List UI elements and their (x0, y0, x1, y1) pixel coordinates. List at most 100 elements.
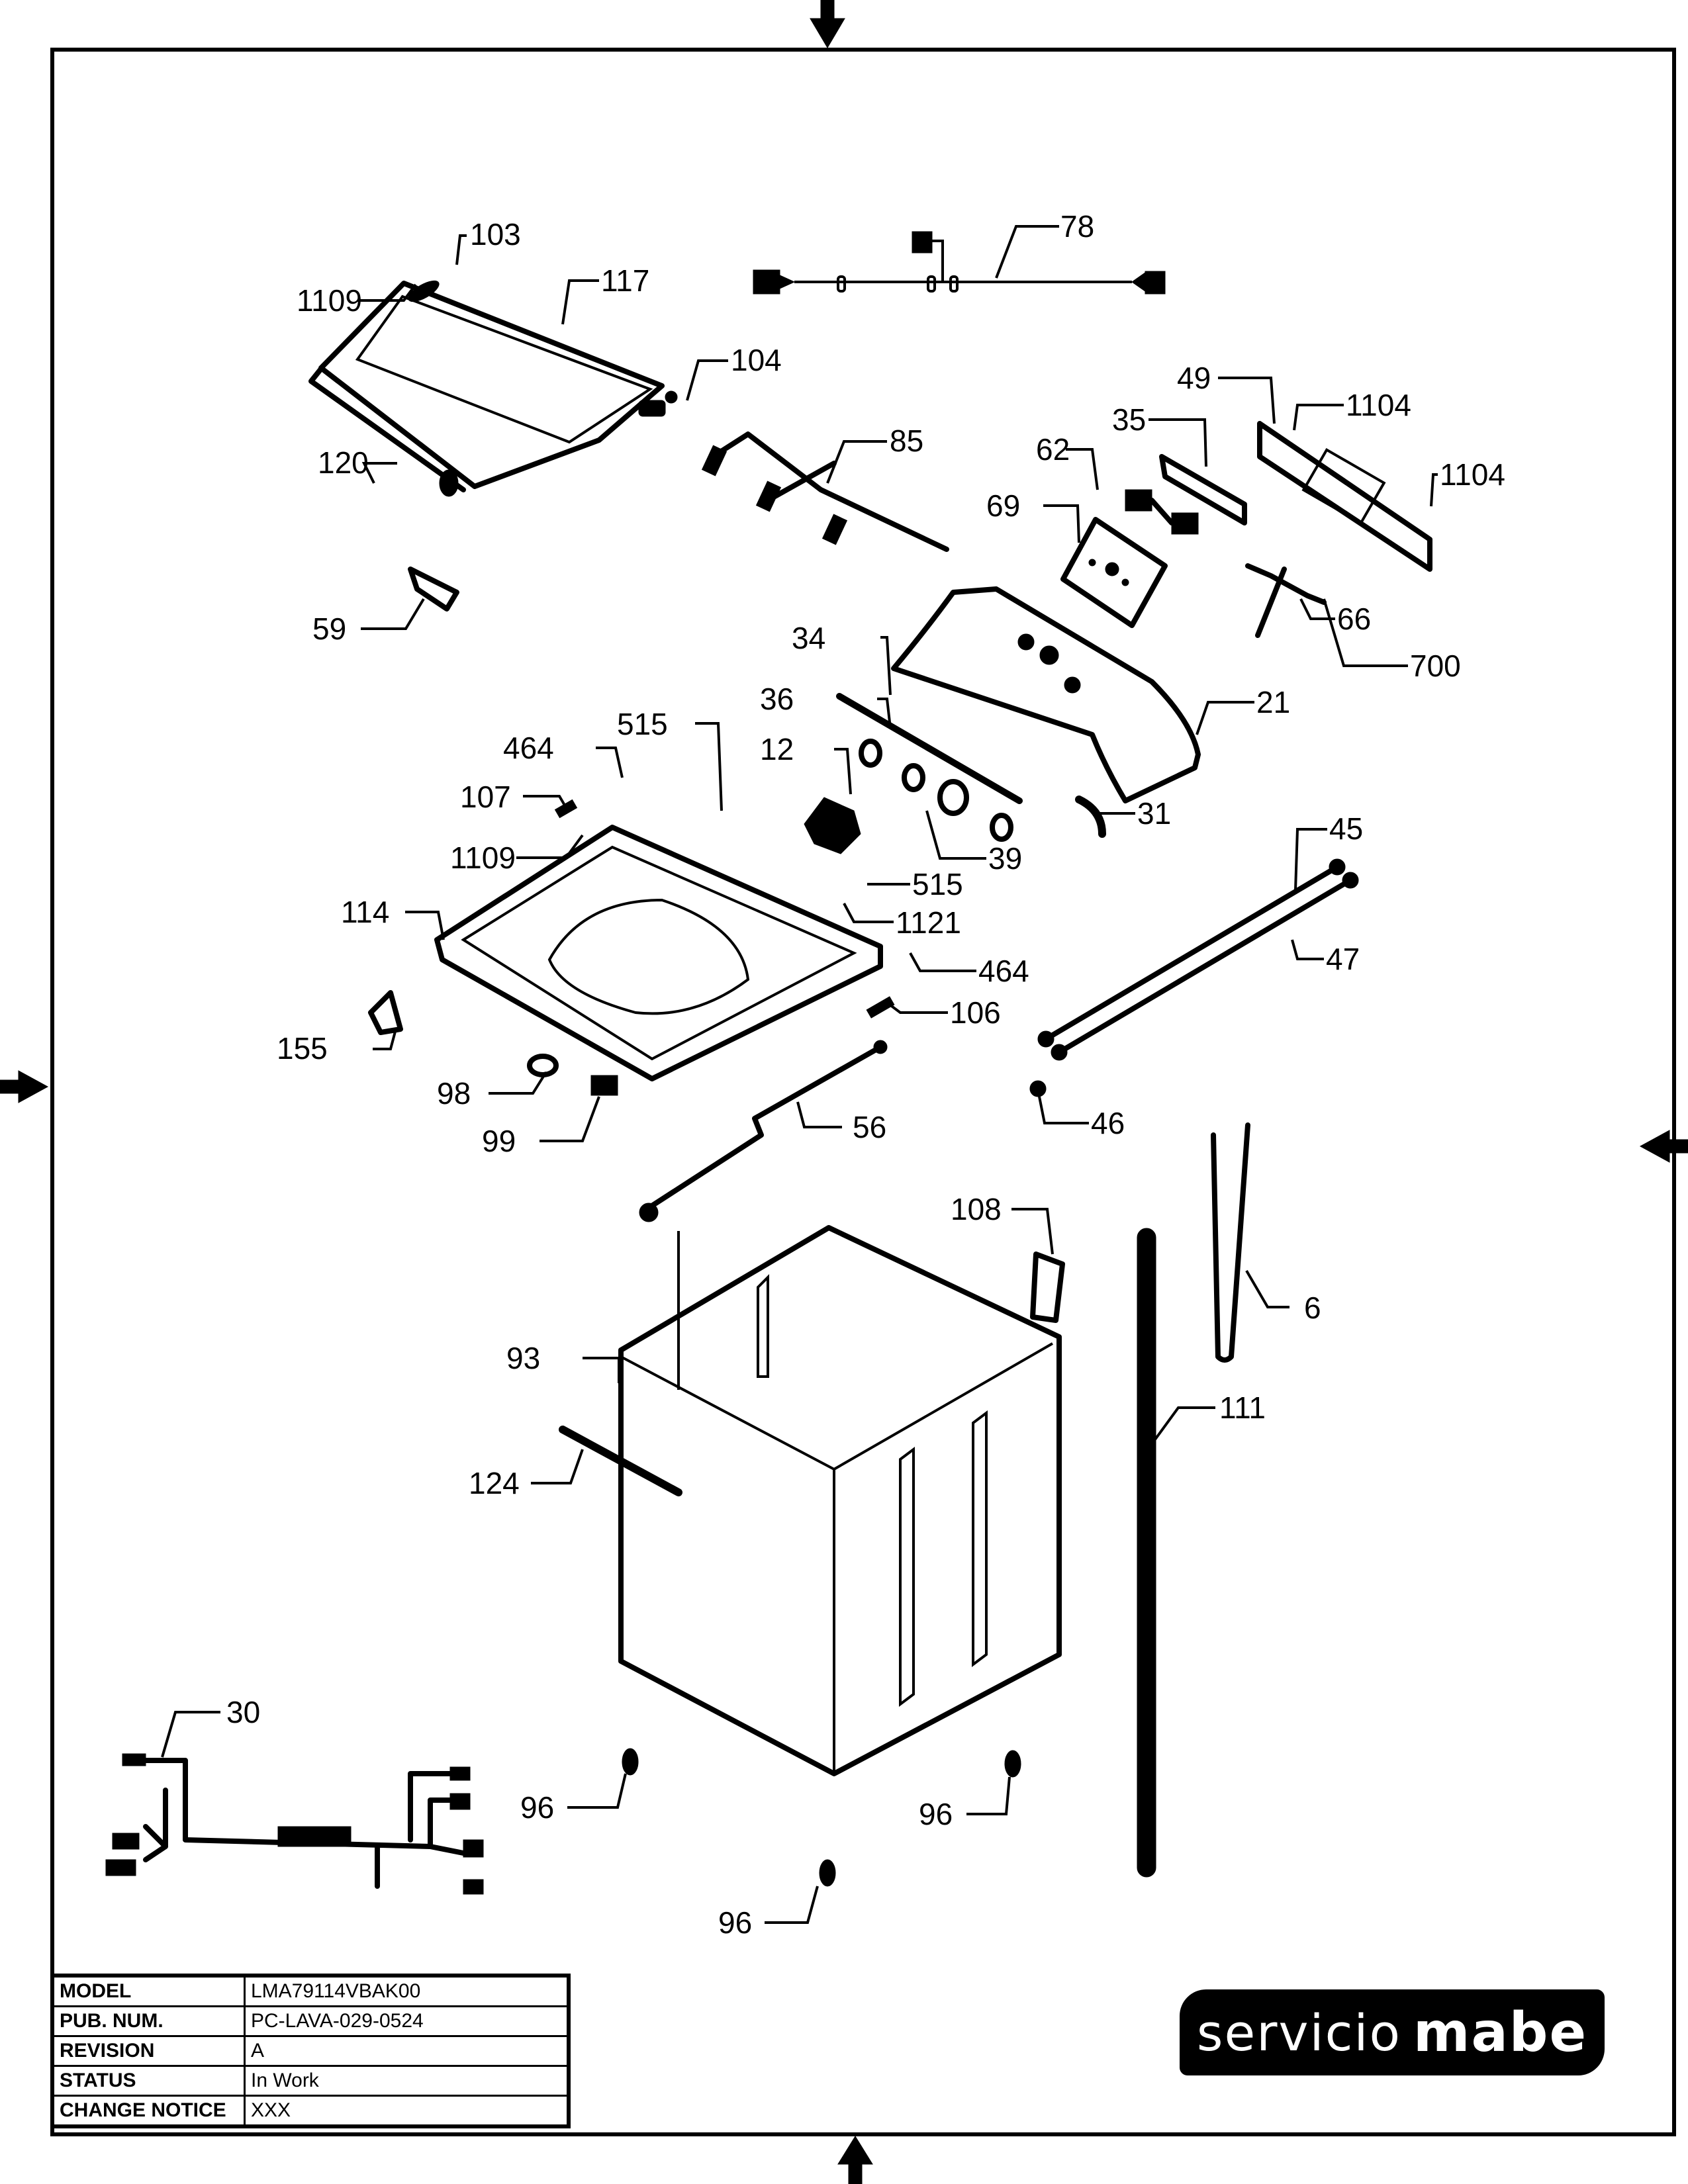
part-34-trim (836, 693, 1023, 804)
part-107-bracket (554, 799, 578, 819)
servicio-mabe-logo: servicio mabe (1180, 1989, 1605, 2075)
callout-107: 107 (460, 780, 511, 814)
model-value: LMA79114VBAK00 (244, 1974, 570, 2007)
part-59-lock (408, 567, 459, 612)
part-85-harness (701, 432, 949, 552)
part-111-drain-hose (1137, 1228, 1156, 1878)
callout-1121: 1121 (896, 905, 961, 940)
part-98-cover (527, 1054, 559, 1077)
part-120-bumper (439, 469, 459, 497)
callout-96-right: 96 (919, 1797, 953, 1831)
part-6-pressure-hose (1211, 1122, 1250, 1363)
callout-1109: 1109 (297, 283, 362, 318)
callout-35: 35 (1112, 402, 1146, 437)
pub-num-value: PC-LAVA-029-0524 (244, 2005, 570, 2037)
callout-114: 114 (341, 895, 389, 929)
callout-111: 111 (1219, 1390, 1266, 1425)
title-block-row: PUB. NUM.PC-LAVA-029-0524 (51, 2005, 570, 2037)
callout-66: 66 (1337, 602, 1371, 636)
part-106-switch (866, 996, 895, 1019)
callout-1104-right: 1104 (1440, 457, 1505, 492)
revision-label: REVISION (51, 2035, 246, 2067)
part-114-top-cover (434, 825, 883, 1081)
status-label: STATUS (51, 2065, 246, 2097)
callout-39: 39 (988, 841, 1022, 876)
part-69-board (1060, 517, 1168, 628)
callout-1109-mid: 1109 (450, 841, 516, 875)
callout-12: 12 (760, 732, 794, 766)
part-47-hose (1051, 872, 1359, 1061)
callout-515-mid: 515 (912, 867, 963, 901)
callout-96-bottom: 96 (718, 1905, 752, 1940)
part-108-bracket (1030, 1251, 1065, 1323)
callout-117: 117 (601, 263, 649, 298)
part-155-bracket (368, 990, 403, 1035)
callout-62: 62 (1036, 432, 1070, 467)
part-117-lid (308, 281, 665, 492)
callout-104: 104 (731, 343, 782, 377)
callout-93: 93 (506, 1341, 540, 1375)
callout-49: 49 (1177, 361, 1211, 395)
callout-59: 59 (312, 612, 346, 646)
status-value: In Work (244, 2065, 570, 2097)
callout-69: 69 (986, 488, 1020, 523)
callout-464-top: 464 (503, 731, 554, 765)
callout-700: 700 (1410, 649, 1461, 683)
arrow-right-icon (1639, 1130, 1688, 1163)
part-45-hose (1037, 858, 1346, 1048)
part-49-panel (1257, 421, 1432, 572)
arrow-top-icon (810, 0, 845, 48)
part-96-feet (622, 1748, 1021, 1887)
callout-120: 120 (318, 445, 369, 480)
callout-46: 46 (1091, 1106, 1125, 1140)
model-label: MODEL (51, 1974, 246, 2007)
callout-124: 124 (469, 1466, 520, 1500)
change-notice-value: XXX (244, 2095, 570, 2128)
pub-num-label: PUB. NUM. (51, 2005, 246, 2037)
callout-45: 45 (1329, 811, 1363, 846)
callout-96-left: 96 (520, 1790, 554, 1825)
part-66-harness (1245, 563, 1327, 638)
callout-56: 56 (853, 1110, 886, 1144)
callout-47: 47 (1326, 942, 1360, 976)
part-124-strip (559, 1426, 682, 1496)
arrow-bottom-icon (837, 2136, 873, 2184)
part-12-valve (804, 797, 861, 854)
part-56-fill-hose (639, 1040, 888, 1222)
change-notice-label: CHANGE NOTICE (51, 2095, 246, 2128)
leader-lines (161, 225, 1438, 1924)
drawing-border (50, 48, 1676, 2136)
callout-464-mid: 464 (978, 954, 1029, 988)
callout-103: 103 (470, 217, 521, 251)
logo-text-light: servicio (1196, 2003, 1401, 2062)
part-35-lens (1159, 454, 1247, 525)
callout-labels: 103 1109 117 104 120 59 78 85 49 1104 11… (226, 209, 1505, 1940)
callout-99: 99 (482, 1124, 516, 1158)
part-39-knob (902, 763, 1013, 842)
callout-106: 106 (950, 995, 1001, 1030)
callout-85: 85 (890, 424, 923, 458)
revision-value: A (244, 2035, 570, 2067)
part-104-hinge (638, 390, 678, 417)
callout-515-top: 515 (617, 707, 668, 741)
logo-text-bold: mabe (1413, 2001, 1588, 2064)
callout-155: 155 (277, 1031, 328, 1066)
part-103-bumper (408, 280, 440, 302)
callout-1104-top: 1104 (1346, 388, 1411, 422)
callout-21: 21 (1256, 685, 1290, 719)
part-21-backsplash (891, 586, 1201, 803)
part-36-grommet (859, 739, 882, 768)
callout-98: 98 (437, 1076, 471, 1111)
callout-36: 36 (760, 682, 794, 716)
part-31-elbow (1075, 796, 1106, 838)
part-99-actuator (590, 1075, 618, 1096)
callout-31: 31 (1137, 796, 1171, 831)
arrow-left-icon (0, 1070, 49, 1103)
callout-34: 34 (792, 621, 825, 655)
